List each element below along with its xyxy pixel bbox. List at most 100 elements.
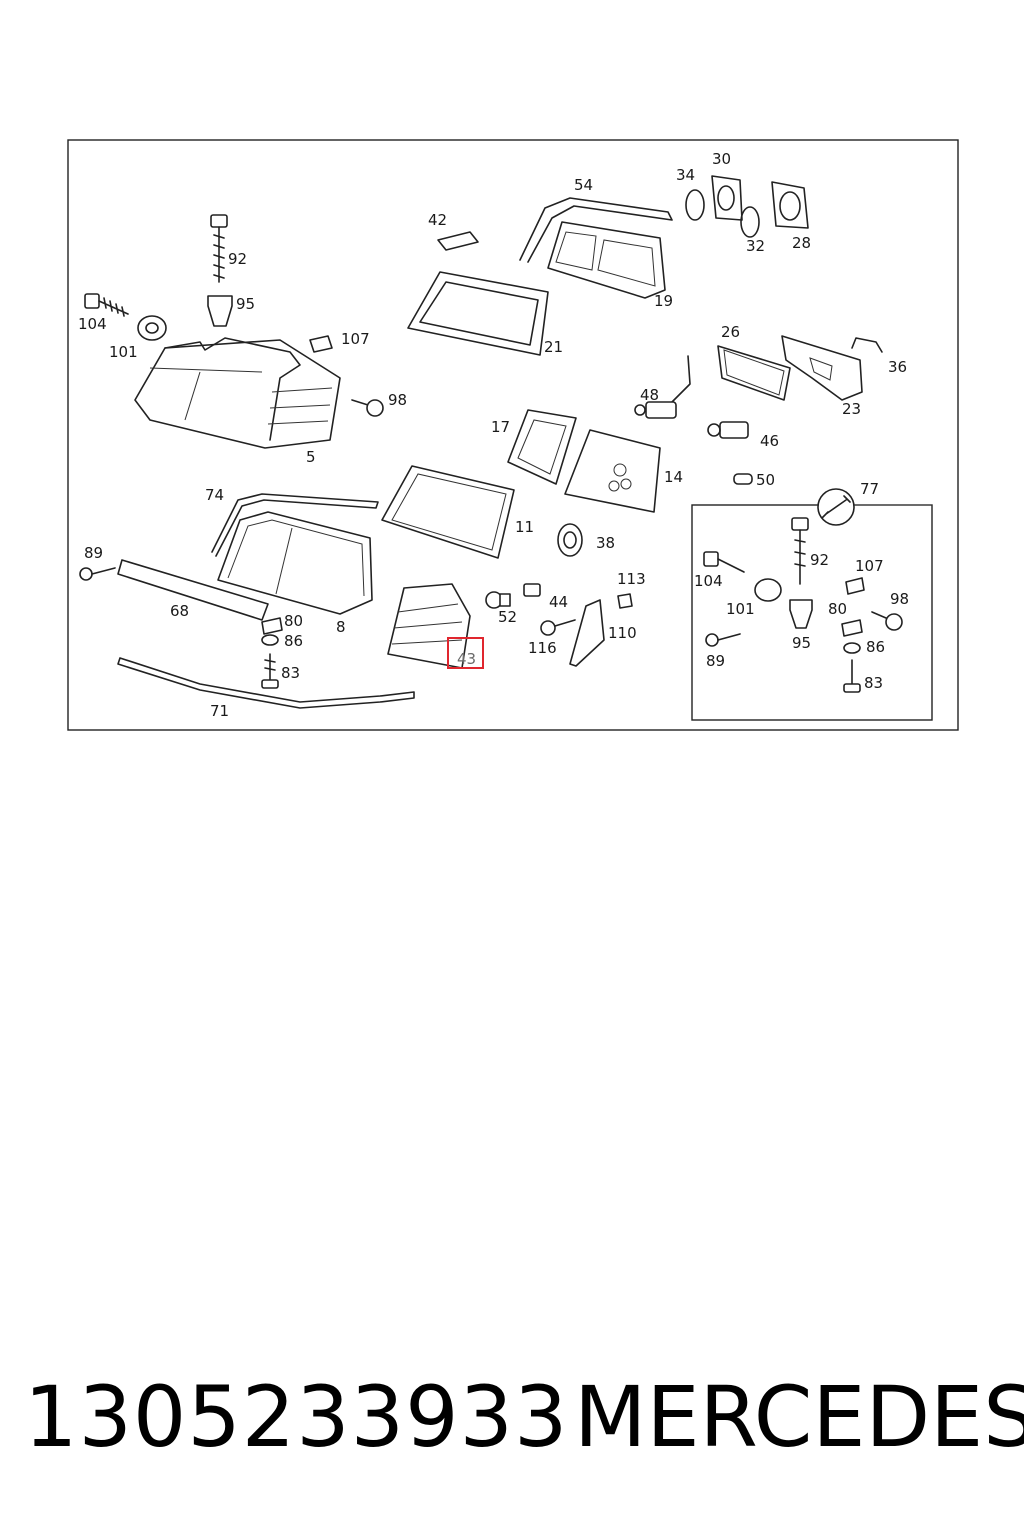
label-95: 95: [236, 295, 255, 313]
kit-label-95: 95: [792, 634, 811, 652]
part-44-socket: [523, 583, 541, 597]
label-14: 14: [664, 468, 683, 486]
part-38-cap: [557, 523, 583, 557]
diagram-frame: [67, 139, 959, 731]
label-11: 11: [515, 518, 534, 536]
brand-name: MERCEDES: [574, 1368, 1024, 1466]
label-89: 89: [84, 544, 103, 562]
kit-label-83: 83: [864, 674, 883, 692]
kit-label-98: 98: [890, 590, 909, 608]
label-68: 68: [170, 602, 189, 620]
label-98: 98: [388, 391, 407, 409]
label-74: 74: [205, 486, 224, 504]
label-32: 32: [746, 237, 765, 255]
part-54-trim: [519, 197, 673, 263]
label-50: 50: [756, 471, 775, 489]
kit-label-80: 80: [828, 600, 847, 618]
label-5: 5: [306, 448, 316, 466]
label-71: 71: [210, 702, 229, 720]
part-83-screw: [261, 653, 279, 689]
label-113: 113: [617, 570, 646, 588]
part-28-socket: [771, 181, 809, 229]
label-116: 116: [528, 639, 557, 657]
part-89-screw: [79, 567, 116, 581]
part-36-clip: [851, 337, 883, 353]
kit-label-107: 107: [855, 557, 884, 575]
label-26: 26: [721, 323, 740, 341]
kit-95-clip: [789, 599, 813, 629]
part-26-gasket: [717, 345, 791, 401]
label-80: 80: [284, 612, 303, 630]
label-36: 36: [888, 358, 907, 376]
label-42: 42: [428, 211, 447, 229]
kit-86-washer: [843, 642, 861, 654]
part-43-indicator-lens: [387, 583, 471, 669]
label-21: 21: [544, 338, 563, 356]
label-30: 30: [712, 150, 731, 168]
label-23: 23: [842, 400, 861, 418]
kit-92-bolt: [791, 517, 809, 585]
part-23-bracket: [781, 335, 863, 401]
caption: 1305233933 MERCEDES: [0, 1362, 1024, 1472]
label-92: 92: [228, 250, 247, 268]
label-8: 8: [336, 618, 346, 636]
label-107: 107: [341, 330, 370, 348]
part-68-strip: [117, 559, 269, 621]
part-98-bolt: [351, 399, 384, 417]
kit-label-104: 104: [694, 572, 723, 590]
part-52-bulb: [485, 591, 511, 609]
kit-label-89: 89: [706, 652, 725, 670]
kit-label-86: 86: [866, 638, 885, 656]
part-113-clip: [617, 593, 633, 609]
parts-diagram: 43 92 95 104 101 107 98 5 42 21 54 19 34…: [67, 139, 959, 731]
part-71-trim-strip: [117, 657, 415, 709]
kit-104-screw: [703, 551, 745, 573]
part-17-reflector: [507, 409, 577, 485]
part-50-bulb: [733, 473, 753, 485]
part-86-washer: [261, 634, 279, 646]
label-34: 34: [676, 166, 695, 184]
part-14-reflector: [564, 429, 661, 513]
kit-inset-box: [691, 504, 933, 721]
tool-icon: [817, 488, 855, 526]
part-8-lens: [217, 511, 373, 615]
part-19-housing: [547, 221, 666, 299]
part-92-bolt: [210, 214, 228, 283]
part-95-clip: [207, 295, 233, 327]
label-44: 44: [549, 593, 568, 611]
label-48: 48: [640, 386, 659, 404]
part-21-frame: [407, 271, 549, 356]
label-77: 77: [860, 480, 879, 498]
part-74-trim: [211, 493, 379, 557]
kit-label-101: 101: [726, 600, 755, 618]
part-5-headlamp-assembly: [134, 337, 341, 449]
part-110-bracket: [569, 599, 605, 667]
label-17: 17: [491, 418, 510, 436]
part-104-screw: [84, 293, 129, 317]
kit-83-screw: [843, 659, 861, 693]
label-52: 52: [498, 608, 517, 626]
part-116-screw: [540, 619, 576, 636]
part-42-clip: [437, 231, 479, 251]
kit-89-screw: [705, 633, 741, 647]
part-107-clip: [309, 335, 333, 353]
label-101: 101: [109, 343, 138, 361]
label-83: 83: [281, 664, 300, 682]
part-80-clip: [261, 617, 283, 635]
part-34-ring: [685, 189, 705, 221]
part-number: 1305233933: [24, 1368, 569, 1466]
label-46: 46: [760, 432, 779, 450]
label-54: 54: [574, 176, 593, 194]
label-86: 86: [284, 632, 303, 650]
label-28: 28: [792, 234, 811, 252]
part-101-nut: [137, 315, 167, 341]
label-110: 110: [608, 624, 637, 642]
label-19: 19: [654, 292, 673, 310]
label-104: 104: [78, 315, 107, 333]
highlight-label: 43: [457, 650, 476, 668]
kit-107-clip: [845, 577, 865, 595]
kit-101-nut: [754, 578, 782, 602]
part-11-gasket: [381, 465, 515, 559]
label-38: 38: [596, 534, 615, 552]
part-30-socket: [711, 175, 743, 221]
